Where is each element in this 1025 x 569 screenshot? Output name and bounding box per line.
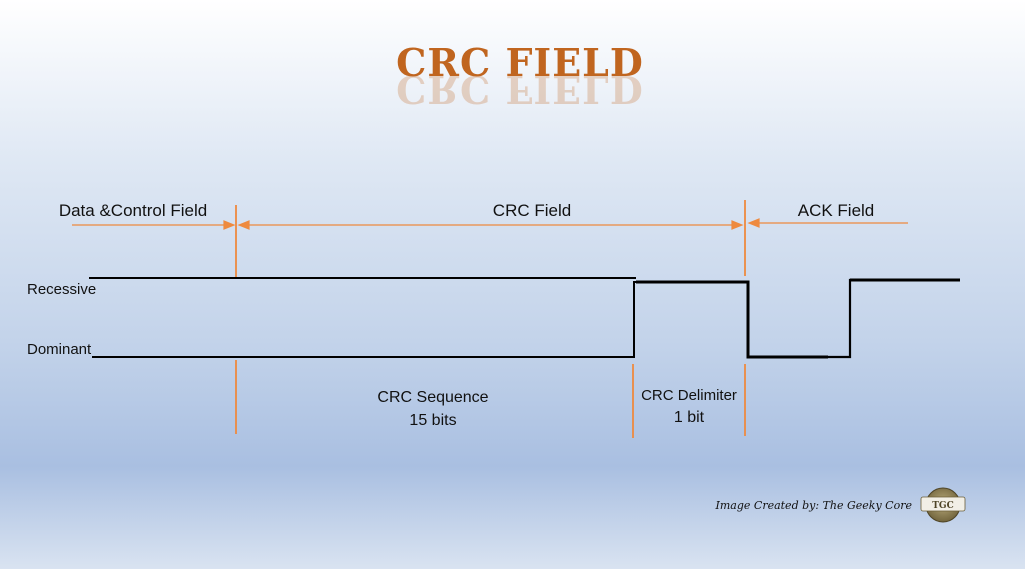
- ack-slot-signal: [828, 278, 960, 359]
- ack-field-label: ACK Field: [798, 201, 875, 220]
- ack-arrow-head: [747, 218, 760, 228]
- dominant-level-label: Dominant: [27, 341, 92, 358]
- signal-waveform: [89, 277, 960, 359]
- crc-sequence-size: 15 bits: [409, 412, 456, 429]
- crc-sequence-name: CRC Sequence: [377, 389, 488, 406]
- crc-delimiter-recessive-bit: [636, 280, 828, 359]
- geeky-core-logo: TGC: [920, 487, 966, 523]
- title-reflection: CRC FIELD: [396, 67, 644, 112]
- page-title-group: CRC FIELD CRC FIELD: [396, 40, 644, 112]
- logo-text: TGC: [932, 501, 954, 511]
- crc-delimiter-size: 1 bit: [674, 409, 705, 426]
- recessive-level-label: Recessive: [27, 281, 96, 298]
- crc-sequence-signal: [92, 281, 747, 358]
- crc-arrow-right-head: [731, 220, 744, 230]
- crc-delimiter-name: CRC Delimiter: [641, 387, 737, 404]
- data-control-field-label: Data &Control Field: [59, 201, 207, 220]
- logo-banner: [920, 496, 966, 512]
- field-arrows: [72, 218, 908, 230]
- crc-field-label: CRC Field: [493, 201, 571, 220]
- crc-arrow-left-head: [237, 220, 250, 230]
- data-control-arrow-head: [223, 220, 236, 230]
- image-credit: Image Created by: The Geeky Core: [715, 499, 913, 512]
- boundary-markers: [235, 200, 746, 438]
- title-reflection-text: CRC FIELD: [396, 67, 644, 112]
- page-title: CRC FIELD: [396, 40, 644, 85]
